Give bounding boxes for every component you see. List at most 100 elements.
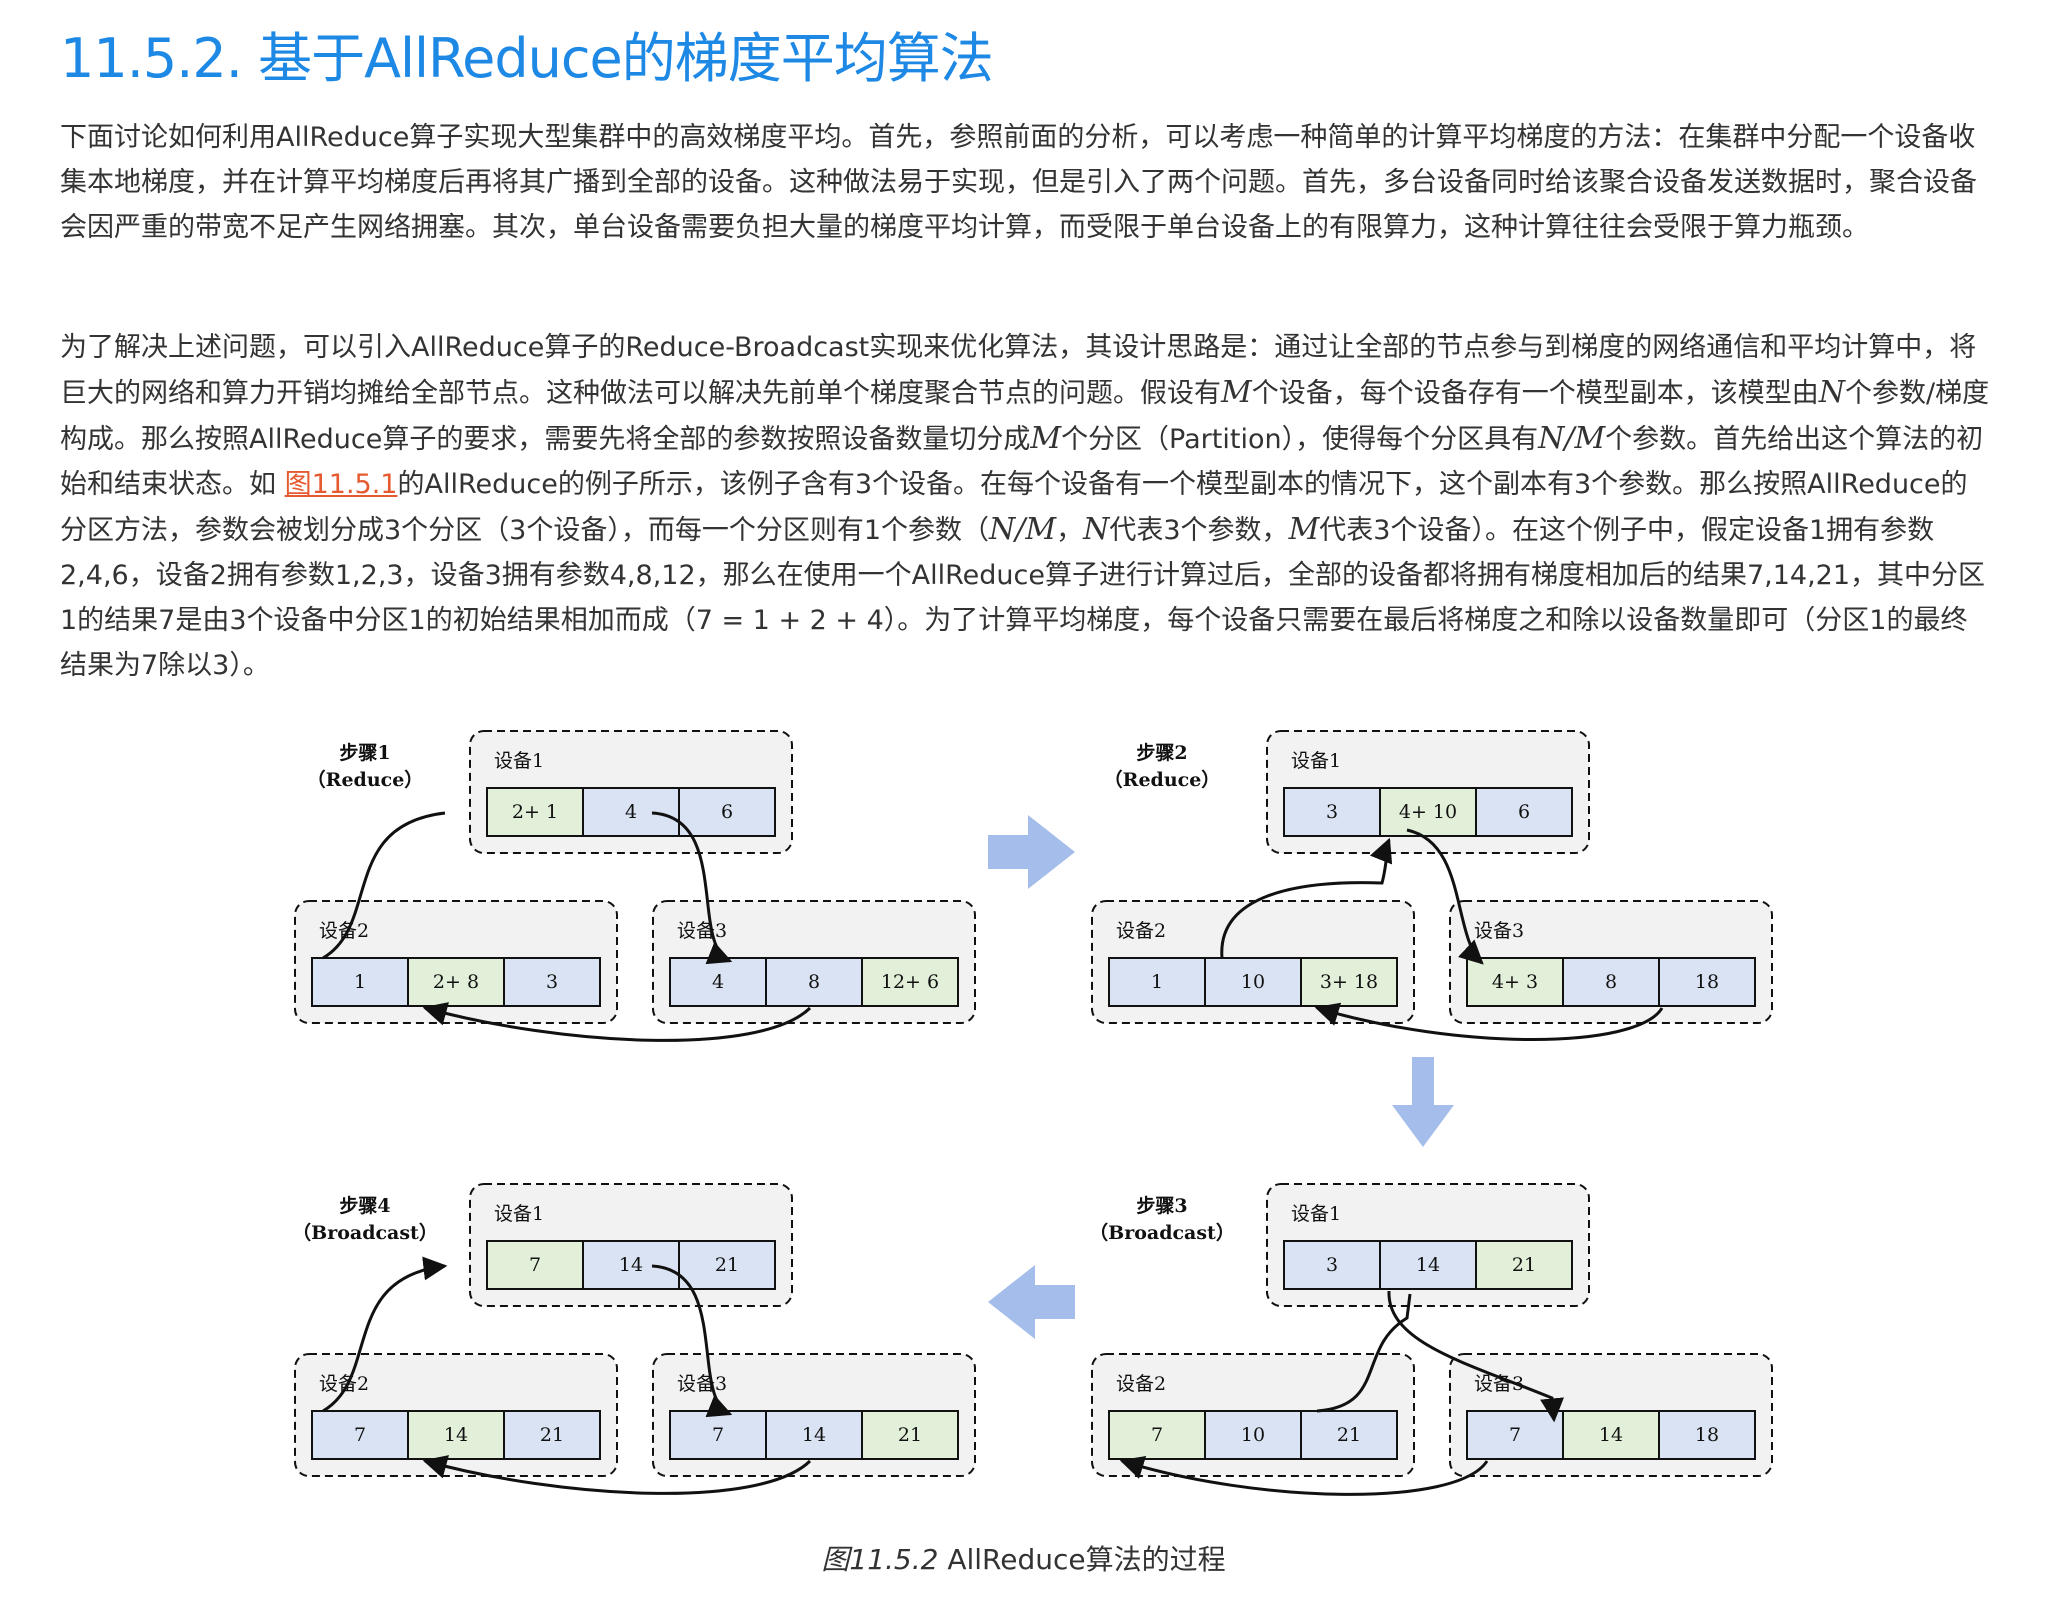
para2-text-8: 代表3个参数， [1109,515,1289,546]
param-value: 14 [444,1424,468,1446]
math-M: M [1288,512,1320,547]
param-value: 14 [1599,1424,1623,1446]
param-value: 21 [898,1424,922,1446]
para2-text-9: 代表3个设备）。在这个例子中，假定设备1拥有参数2,4,6，设备2拥有参数1,2… [60,515,1986,681]
param-cell [1283,787,1381,837]
transfer-arrow [422,1455,812,1495]
param-value: 8 [1605,971,1617,993]
param-cell [582,787,680,837]
device-label: 设备1 [494,1203,544,1225]
param-value: 1 [1151,971,1163,993]
param-cell [1658,1410,1756,1460]
param-value: 3 [1326,1254,1338,1276]
param-cell [503,1410,601,1460]
transfer-arrow [422,1002,812,1042]
param-value: 7 [1151,1424,1163,1446]
param-value: 7 [354,1424,366,1446]
device-label: 设备2 [319,920,369,942]
next-step-arrow-down [1392,1057,1454,1147]
param-value: 2+ 1 [512,801,558,823]
device-label: 设备2 [1116,920,1166,942]
param-value: 14 [619,1254,643,1276]
param-value: 4 [712,971,724,993]
param-value: 21 [1512,1254,1536,1276]
param-cell [1108,1410,1206,1460]
transfer-arrow [1406,828,1484,965]
param-value: 6 [721,801,733,823]
param-value: 21 [715,1254,739,1276]
param-cell [1283,1240,1381,1290]
param-cell [407,1410,505,1460]
param-cell [1562,1410,1660,1460]
param-cell [861,1410,959,1460]
param-cell [1379,1240,1477,1290]
param-value: 1 [354,971,366,993]
para2-text-4: 个分区（Partition），使得每个分区具有 [1061,424,1539,455]
param-value: 4+ 10 [1399,801,1457,823]
next-step-arrow-right [988,815,1075,889]
device-label: 设备1 [1291,750,1341,772]
transfer-arrow [651,811,733,965]
param-value: 3 [546,971,558,993]
device-label: 设备3 [1474,1373,1524,1395]
param-cell [582,1240,680,1290]
param-cell [1475,787,1573,837]
device-label: 设备3 [677,920,727,942]
param-value: 4 [625,801,637,823]
param-cell [678,787,776,837]
next-step-arrow-left [988,1265,1075,1339]
transfer-arrow [1119,1455,1489,1496]
para2-text-6: 的AllReduce的例子所示，该例子含有3个设备。在每个设备有一个模型副本的情… [60,469,1968,546]
device-label: 设备3 [1474,920,1524,942]
device-label: 设备2 [1116,1373,1166,1395]
paragraph-2: 为了解决上述问题，可以引入AllReduce算子的Reduce-Broadcas… [60,325,1990,688]
param-cell [1204,957,1302,1007]
param-cell [765,957,863,1007]
param-cell [861,957,959,1007]
param-value: 14 [802,1424,826,1446]
param-value: 12+ 6 [881,971,939,993]
param-value: 21 [1337,1424,1361,1446]
device-3-panel: 设备3 7 14 21 [652,1353,976,1477]
step-1-label: 步骤1 [339,742,390,764]
figure-link[interactable]: 图11.5.1 [284,469,398,500]
transfer-arrow [322,811,446,960]
param-cell [765,1410,863,1460]
param-cell [669,957,767,1007]
transfer-arrow [1220,837,1393,959]
math-M: M [1221,375,1252,410]
device-label: 设备2 [319,1373,369,1395]
step-4-sub: （Broadcast） [292,1221,438,1244]
caption-text: AllReduce算法的过程 [938,1543,1226,1576]
device-label: 设备3 [677,1373,727,1395]
para2-text-1: 为了解决上述问题，可以引入AllReduce算子的Reduce-Broadcas… [60,332,1977,409]
step-4-label: 步骤4 [339,1195,390,1217]
device-2-panel: 设备2 7 14 21 [294,1353,618,1477]
param-value: 14 [1416,1254,1440,1276]
param-value: 18 [1695,1424,1719,1446]
param-cell [1466,957,1564,1007]
transfer-arrow [651,1264,733,1418]
param-cell [678,1240,776,1290]
param-value: 10 [1241,1424,1265,1446]
para2-text-5: 个参数。首先给出这个算法的初始和结束状态。如 [60,424,1984,500]
section-heading: 11.5.2. 基于AllReduce的梯度平均算法 [60,27,994,90]
param-cell [407,957,505,1007]
param-value: 7 [712,1424,724,1446]
param-value: 21 [540,1424,564,1446]
para2-text-3: 个参数/梯度构成。那么按照AllReduce算子的要求，需要先将全部的参数按照设… [60,378,1990,455]
transfer-arrow [1316,1293,1412,1413]
